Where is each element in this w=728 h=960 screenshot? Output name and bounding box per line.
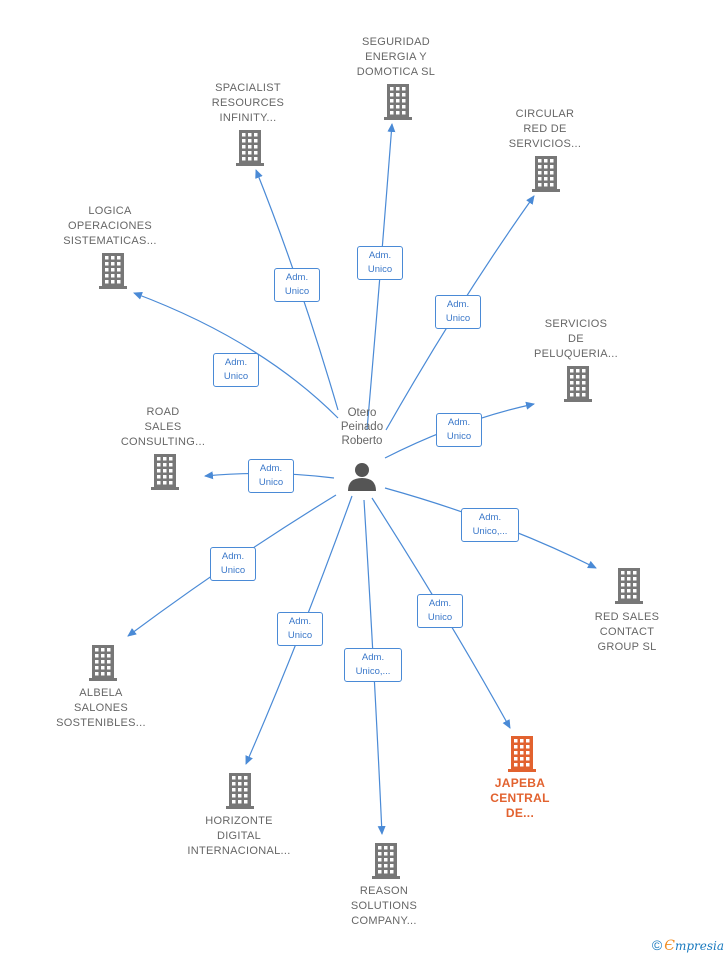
logica-edge bbox=[133, 292, 339, 419]
road-role-label[interactable]: Adm. Unico bbox=[248, 459, 294, 493]
road-building-icon[interactable] bbox=[151, 454, 179, 490]
albela-role-label[interactable]: Adm. Unico bbox=[210, 547, 256, 581]
redsales-role-label[interactable]: Adm. Unico,... bbox=[461, 508, 519, 542]
circular-company-label[interactable]: CIRCULAR RED DE SERVICIOS... bbox=[508, 108, 582, 150]
spacialist-role-label[interactable]: Adm. Unico bbox=[274, 268, 320, 302]
circular-role-label[interactable]: Adm. Unico bbox=[435, 295, 481, 329]
seguridad-company-label[interactable]: SEGURIDAD ENERGIA Y DOMOTICA SL bbox=[356, 36, 436, 78]
spacialist-company-label[interactable]: SPACIALIST RESOURCES INFINITY... bbox=[211, 82, 285, 124]
seguridad-role-label[interactable]: Adm. Unico bbox=[357, 246, 403, 280]
servicios-role-label[interactable]: Adm. Unico bbox=[436, 413, 482, 447]
servicios-building-icon[interactable] bbox=[564, 366, 592, 402]
redsales-company-label[interactable]: RED SALES CONTACT GROUP SL bbox=[594, 611, 660, 653]
brand-logo: ©Єmpresia bbox=[651, 937, 724, 954]
horizonte-role-label[interactable]: Adm. Unico bbox=[277, 612, 323, 646]
redsales-building-icon[interactable] bbox=[615, 568, 643, 604]
center-person-name[interactable]: Otero Peinado Roberto bbox=[340, 407, 384, 447]
road-company-label[interactable]: ROAD SALES CONSULTING... bbox=[120, 406, 206, 448]
spacialist-building-icon[interactable] bbox=[236, 130, 264, 166]
logica-company-label[interactable]: LOGICA OPERACIONES SISTEMATICAS... bbox=[63, 205, 157, 247]
circular-building-icon[interactable] bbox=[532, 156, 560, 192]
japeba-role-label[interactable]: Adm. Unico bbox=[417, 594, 463, 628]
logica-role-label[interactable]: Adm. Unico bbox=[213, 353, 259, 387]
reason-role-label[interactable]: Adm. Unico,... bbox=[344, 648, 402, 682]
horizonte-building-icon[interactable] bbox=[226, 773, 254, 809]
albela-company-label[interactable]: ALBELA SALONES SOSTENIBLES... bbox=[56, 687, 146, 729]
reason-company-label[interactable]: REASON SOLUTIONS COMPANY... bbox=[350, 885, 418, 927]
buildings bbox=[89, 84, 643, 879]
person-icon[interactable] bbox=[347, 461, 377, 491]
japeba-building-icon[interactable] bbox=[508, 736, 536, 772]
copyright-icon: © bbox=[651, 937, 663, 953]
reason-building-icon[interactable] bbox=[372, 843, 400, 879]
logica-building-icon[interactable] bbox=[99, 253, 127, 289]
japeba-company-label[interactable]: JAPEBA CENTRAL DE... bbox=[490, 776, 550, 820]
seguridad-building-icon[interactable] bbox=[384, 84, 412, 120]
servicios-company-label[interactable]: SERVICIOS DE PELUQUERIA... bbox=[534, 318, 618, 360]
albela-building-icon[interactable] bbox=[89, 645, 117, 681]
horizonte-company-label[interactable]: HORIZONTE DIGITAL INTERNACIONAL... bbox=[187, 815, 291, 857]
